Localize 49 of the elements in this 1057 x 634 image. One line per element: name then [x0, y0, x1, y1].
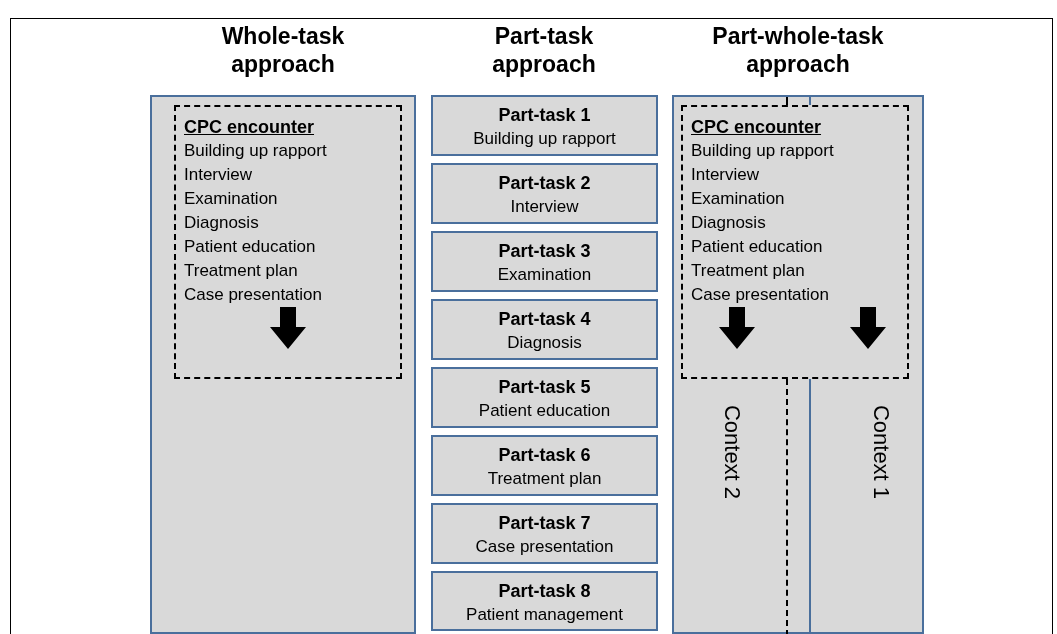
part-task-title: Part-task 1	[497, 104, 592, 127]
column-heading: Whole-task approach	[220, 22, 346, 78]
part-task-box	[431, 503, 658, 564]
part-task-title: Part-task 5	[497, 376, 592, 399]
task-step: Case presentation	[184, 283, 392, 307]
part-task-box	[431, 231, 658, 292]
column-heading: Part-task approach	[491, 22, 597, 78]
context-label: Context 1	[868, 403, 894, 502]
task-step: Diagnosis	[184, 211, 392, 235]
part-task-box	[431, 571, 658, 631]
column-heading: Part-whole-task approach	[711, 22, 885, 78]
dashed-task-box	[174, 105, 402, 379]
task-step: Case presentation	[691, 283, 899, 307]
part-task-title: Part-task 6	[497, 444, 592, 467]
part-task-description: Case presentation	[474, 536, 615, 558]
part-task-title: Part-task 4	[497, 308, 592, 331]
box-heading: CPC encounter	[184, 116, 316, 139]
part-task-description: Building up rapport	[472, 128, 617, 150]
part-task-title: Part-task 7	[497, 512, 592, 535]
part-task-description: Patient management	[465, 604, 624, 626]
part-task-description: Diagnosis	[506, 332, 583, 354]
part-task-box	[431, 299, 658, 360]
approach-panel	[672, 95, 924, 634]
task-step: Treatment plan	[184, 259, 392, 283]
context-label: Context 2	[719, 403, 745, 502]
part-task-title: Part-task 8	[497, 580, 592, 603]
task-step: Building up rapport	[184, 139, 392, 163]
part-task-box	[431, 367, 658, 428]
dashed-task-box	[681, 105, 909, 379]
part-task-description: Patient education	[477, 400, 612, 422]
part-task-title: Part-task 2	[497, 172, 592, 195]
part-task-description: Treatment plan	[486, 468, 603, 490]
part-task-box	[431, 95, 658, 156]
part-task-box	[431, 163, 658, 224]
part-task-title: Part-task 3	[497, 240, 592, 263]
approach-panel	[150, 95, 416, 634]
part-task-description: Interview	[509, 196, 580, 218]
task-step: Treatment plan	[691, 259, 899, 283]
task-step: Diagnosis	[691, 211, 899, 235]
task-step: Building up rapport	[691, 139, 899, 163]
task-step: Examination	[691, 187, 899, 211]
part-task-description: Examination	[496, 264, 593, 286]
task-step: Patient education	[691, 235, 899, 259]
task-step: Interview	[691, 163, 899, 187]
task-step: Examination	[184, 187, 392, 211]
box-heading: CPC encounter	[691, 116, 823, 139]
task-step: Interview	[184, 163, 392, 187]
task-step: Patient education	[184, 235, 392, 259]
part-task-box	[431, 435, 658, 496]
